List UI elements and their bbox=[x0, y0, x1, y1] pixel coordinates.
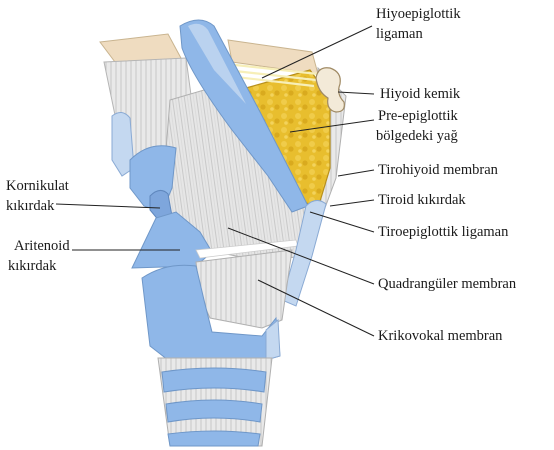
label-preepiglottik-line1: Pre-epiglottik bbox=[378, 108, 458, 124]
leader-tirohiyoid bbox=[338, 170, 374, 176]
label-kornikulat-line1: Kornikulat bbox=[6, 178, 69, 194]
label-hiyoepiglottik-line2: ligaman bbox=[376, 26, 423, 42]
label-hiyoid: Hiyoid kemik bbox=[380, 86, 461, 102]
label-tiroepiglottik: Tiroepiglottik ligaman bbox=[378, 224, 509, 240]
label-quadrangular: Quadrangüler membran bbox=[378, 276, 517, 292]
label-aritenoid-line2: kıkırdak bbox=[8, 258, 57, 274]
leader-tiroid bbox=[330, 200, 374, 206]
label-hiyoepiglottik-line1: Hiyoepiglottik bbox=[376, 6, 461, 22]
label-preepiglottik-line2: bölgedeki yağ bbox=[376, 128, 458, 144]
label-aritenoid-line1: Aritenoid bbox=[14, 238, 70, 254]
label-kornikulat-line2: kıkırdak bbox=[6, 198, 55, 214]
trachea-ring-3 bbox=[168, 431, 260, 446]
label-krikovokal: Krikovokal membran bbox=[378, 328, 503, 344]
trachea-ring-1 bbox=[162, 368, 266, 392]
label-tirohiyoid: Tirohiyoid membran bbox=[378, 162, 499, 178]
label-tiroid: Tiroid kıkırdak bbox=[378, 192, 466, 208]
